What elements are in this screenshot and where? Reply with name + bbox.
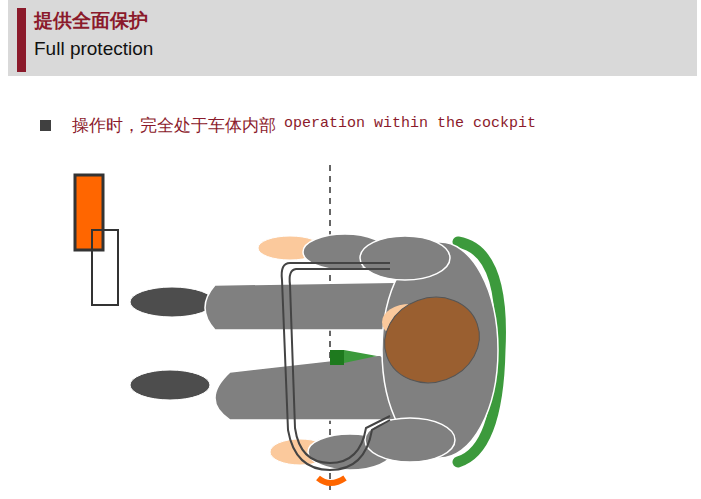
bullet-text: 操作时，完全处于车体内部 xyxy=(72,114,276,137)
slide-title: 提供全面保护 xyxy=(34,8,148,34)
bullet-square xyxy=(40,120,51,131)
bullet-translation: operation within the cockpit xyxy=(284,115,536,132)
accent-bar xyxy=(17,8,26,72)
subtitle: Full protection xyxy=(34,38,153,60)
